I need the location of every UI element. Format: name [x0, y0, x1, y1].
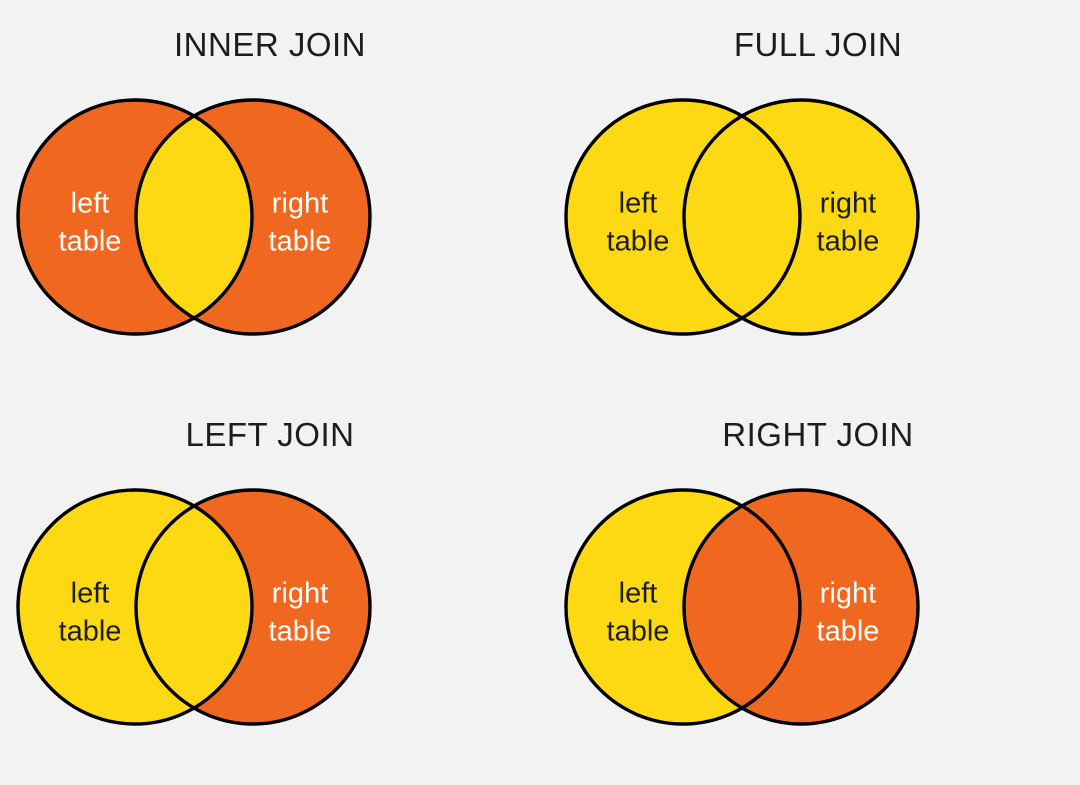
overlap-region-fill: [136, 100, 252, 334]
right-table-label-line2: table: [269, 616, 332, 648]
right-table-label-line1: right: [820, 578, 876, 610]
overlap-region-fill: [136, 490, 252, 724]
panel-title-right-join: RIGHT JOIN: [722, 416, 914, 453]
left-table-label-line1: left: [71, 578, 110, 610]
left-table-label-line2: table: [59, 226, 122, 258]
right-table-label-line1: right: [272, 578, 328, 610]
right-circle-outline: [134, 488, 372, 726]
venn-full-join: left table right table: [548, 82, 1080, 352]
venn-right-join: left table right table: [548, 472, 1080, 742]
right-table-label-line2: table: [817, 616, 880, 648]
right-table-label-line2: table: [817, 226, 880, 258]
right-circle-outline: [682, 98, 920, 336]
right-table-label-line2: table: [269, 226, 332, 258]
right-table-label-line1: right: [820, 188, 876, 220]
panel-full-join: FULL JOIN left table right table: [548, 0, 1080, 392]
right-table-label-line1: right: [272, 188, 328, 220]
overlap-region-fill: [684, 100, 800, 334]
right-circle-outline: [682, 488, 920, 726]
panel-left-join: LEFT JOIN left table right table: [0, 390, 540, 782]
overlap-region-fill: [684, 490, 800, 724]
left-circle-outline: [16, 98, 254, 336]
left-table-label-line2: table: [607, 616, 670, 648]
panel-inner-join: INNER JOIN left table right table: [0, 0, 540, 392]
left-table-label-line1: left: [619, 578, 658, 610]
left-table-label-line2: table: [607, 226, 670, 258]
panel-right-join: RIGHT JOIN left table right table: [548, 390, 1080, 782]
left-circle-outline: [16, 488, 254, 726]
panel-title-full-join: FULL JOIN: [733, 26, 903, 63]
panel-title-inner-join: INNER JOIN: [173, 26, 366, 63]
venn-left-join: left table right table: [0, 472, 540, 742]
panel-title-left-join: LEFT JOIN: [185, 416, 355, 453]
left-table-label-line1: left: [619, 188, 658, 220]
left-circle-outline: [564, 98, 802, 336]
venn-inner-join: left table right table: [0, 82, 540, 352]
left-circle-outline: [564, 488, 802, 726]
left-table-label-line1: left: [71, 188, 110, 220]
right-circle-outline: [134, 98, 372, 336]
left-table-label-line2: table: [59, 616, 122, 648]
